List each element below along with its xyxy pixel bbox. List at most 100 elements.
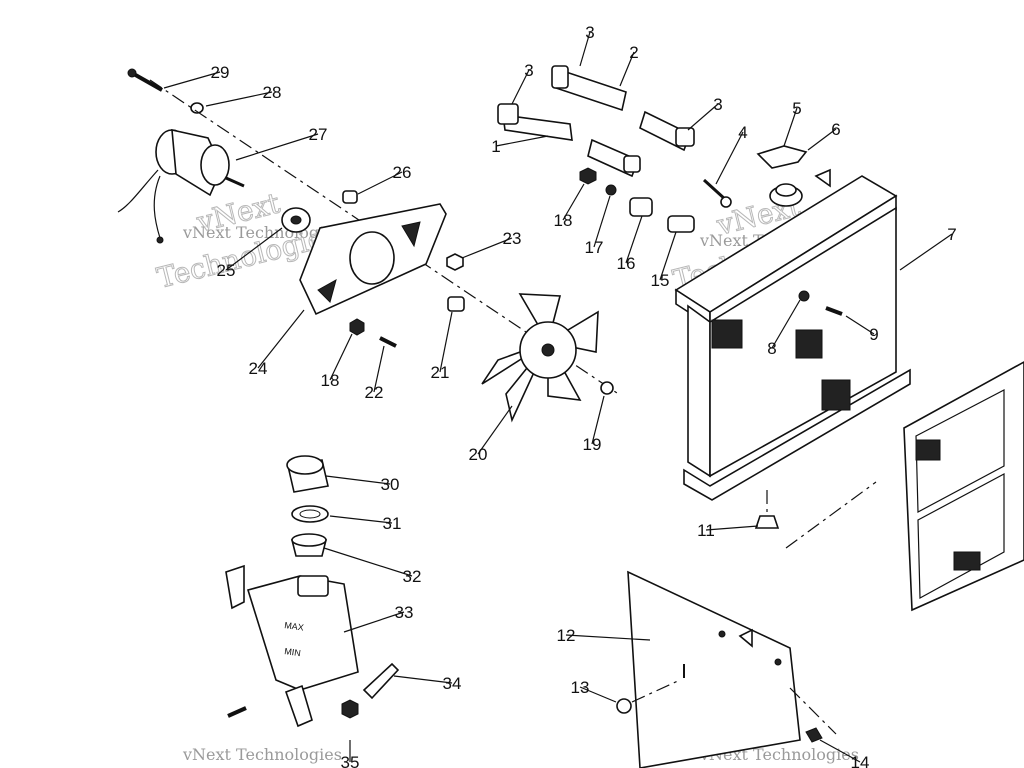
- callout-number: 9: [869, 325, 878, 344]
- callout-leader: [225, 227, 283, 271]
- clamp-3: [551, 65, 569, 89]
- motor-wire: [153, 175, 161, 239]
- callout-number: 18: [554, 211, 573, 230]
- fan-center: [541, 343, 555, 357]
- callout-leader: [439, 311, 453, 373]
- clamp-3: [675, 127, 695, 147]
- callout-leader: [357, 171, 403, 195]
- screw-4: [702, 178, 728, 202]
- plate-tab: [738, 628, 753, 648]
- callout-number: 21: [431, 363, 450, 382]
- callout-leader: [477, 405, 513, 455]
- callout-number: 2: [629, 43, 638, 62]
- callout-leader: [393, 675, 453, 684]
- motor-shaft: [225, 176, 245, 188]
- screen-panel: [915, 389, 1005, 513]
- nut-18: [349, 318, 365, 336]
- frame-tube: [284, 684, 313, 728]
- callout-leader: [845, 315, 875, 335]
- callout-number: 16: [617, 254, 636, 273]
- screen-frame: [903, 361, 1024, 612]
- callout-leader: [705, 525, 759, 531]
- bolt-29: [131, 71, 163, 92]
- fastener-axis: [789, 687, 837, 735]
- callout-leader: [205, 91, 273, 107]
- seal-top: [291, 533, 327, 547]
- callout-leader: [562, 183, 585, 221]
- screw-35: [227, 706, 247, 718]
- callout-number: 15: [651, 271, 670, 290]
- bracket-cutout: [317, 278, 337, 303]
- radiator-core-side: [687, 304, 711, 478]
- radiator-bottom-tank: [683, 368, 911, 501]
- callout-leader: [771, 299, 801, 349]
- cap-top: [286, 455, 324, 475]
- nut-18: [579, 167, 597, 185]
- callout-number: 1: [491, 137, 500, 156]
- cap-top: [775, 183, 797, 197]
- callout-number: 22: [365, 383, 384, 402]
- motor-wire: [117, 169, 159, 213]
- core-shading: [821, 379, 851, 411]
- grommet-11: [754, 515, 780, 529]
- overflow-hose-34: [362, 662, 400, 700]
- gasket-6: [756, 145, 808, 169]
- screen-shading: [915, 439, 941, 461]
- callout-number: 34: [443, 674, 462, 693]
- coolant-reservoir: MAX MIN: [225, 455, 400, 728]
- callout-number: 6: [831, 120, 840, 139]
- callouts: 1233345678911121314151617181819202122232…: [163, 23, 957, 768]
- spacer-15: [667, 215, 695, 233]
- nut-19: [600, 381, 614, 395]
- callout-number: 7: [947, 225, 956, 244]
- callout-leader: [461, 237, 513, 259]
- callout-number: 24: [249, 359, 268, 378]
- washer-17: [605, 184, 617, 196]
- shroud-plate-12: [616, 481, 877, 768]
- tank-min-mark: MIN: [284, 646, 302, 658]
- fan-20: [481, 293, 599, 423]
- callout-number: 23: [503, 229, 522, 248]
- callout-number: 26: [393, 163, 412, 182]
- nut-23: [446, 253, 464, 271]
- screen-panel: [917, 472, 1005, 599]
- callout-leader: [235, 133, 319, 161]
- callout-leader: [783, 107, 798, 147]
- callout-leader: [163, 71, 221, 89]
- callout-leader: [715, 131, 744, 185]
- bushing-16: [629, 197, 653, 217]
- clamp-3: [497, 103, 519, 125]
- callout-number: 12: [557, 626, 576, 645]
- callout-number: 18: [321, 371, 340, 390]
- fan-motor-assembly: [117, 68, 621, 423]
- hose-clamp: [341, 699, 359, 719]
- tank-max-mark: MAX: [284, 620, 305, 633]
- hose-fitting: [623, 155, 641, 173]
- callout-number: 25: [217, 261, 236, 280]
- callout-number: 8: [767, 339, 776, 358]
- callout-number: 31: [383, 514, 402, 533]
- screw-head: [720, 196, 732, 208]
- callout-leader: [373, 345, 385, 393]
- callout-number: 11: [697, 521, 715, 540]
- callout-leader: [807, 128, 837, 151]
- callout-number: 5: [792, 99, 801, 118]
- washer-28: [190, 102, 204, 114]
- callout-number: 28: [263, 83, 282, 102]
- callout-leader: [343, 611, 405, 633]
- callout-number: 3: [524, 61, 533, 80]
- callout-number: 19: [583, 435, 602, 454]
- callout-leader: [591, 395, 605, 445]
- callout-number: 17: [585, 238, 604, 257]
- radiator-tab: [814, 168, 831, 188]
- callout-leader: [625, 215, 643, 264]
- bolt-22: [379, 336, 397, 348]
- callout-number: 20: [469, 445, 488, 464]
- callout-number: 27: [309, 125, 328, 144]
- callout-number: 30: [381, 475, 400, 494]
- shroud-plate: [627, 570, 801, 768]
- callout-leader: [329, 333, 353, 381]
- watermark-text: vNext Technologies: [182, 745, 342, 764]
- callout-number: 4: [738, 123, 747, 142]
- callout-leader: [579, 31, 591, 67]
